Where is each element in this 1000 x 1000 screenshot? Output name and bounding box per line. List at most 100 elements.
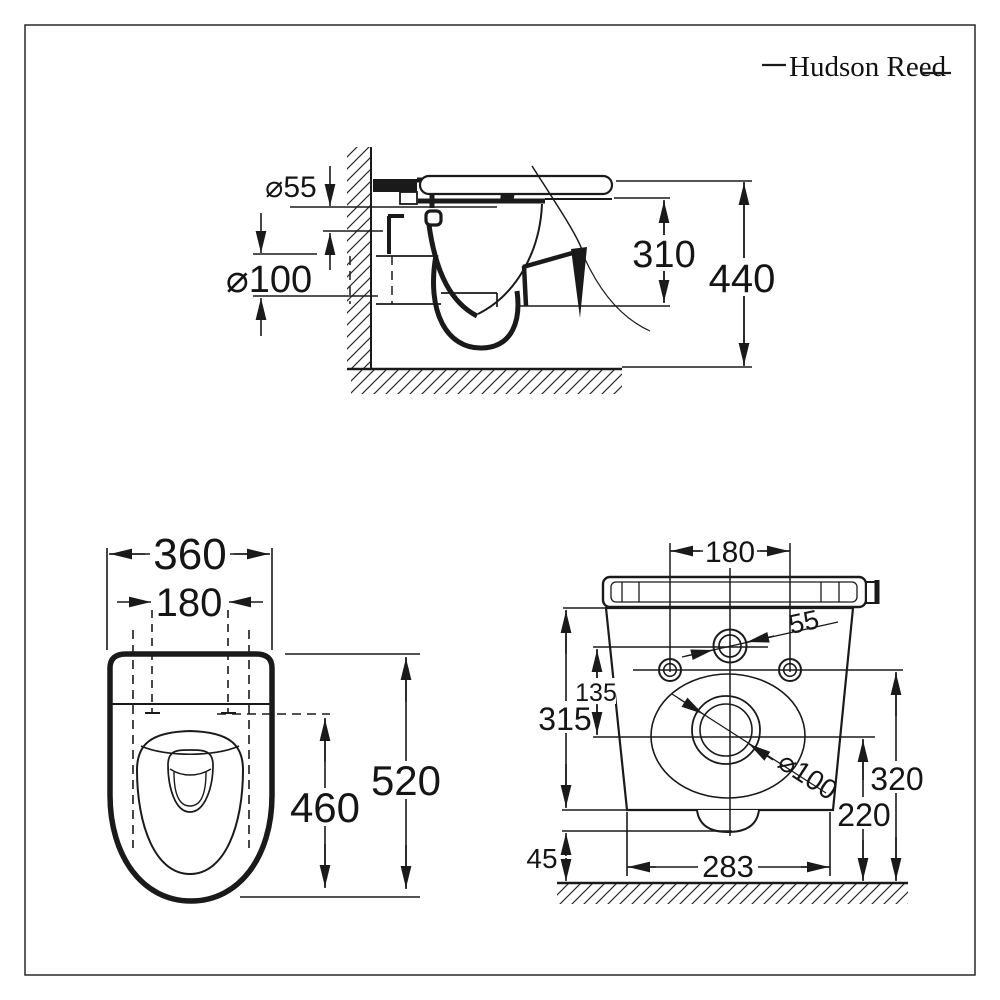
- dim-label: 520: [371, 757, 441, 804]
- seat-fixing-hole: [424, 209, 443, 227]
- dim-label: 315: [538, 701, 591, 737]
- pan-body-outline: [107, 651, 275, 904]
- label-mask: [838, 797, 890, 829]
- extension-lines: [290, 206, 497, 232]
- rear-view: 180 55 135 315 ⌀100: [526, 536, 924, 904]
- waste-outlet-inner: [699, 703, 753, 757]
- flush-inlet-inner: [718, 634, 742, 658]
- dim-label: 180: [705, 536, 755, 569]
- arrow-lower: [748, 743, 774, 761]
- dim-overall-height-440: 440: [616, 180, 776, 366]
- dim-overall-depth-520: 520: [371, 657, 441, 889]
- flush-pipe-step: [399, 191, 418, 205]
- fixing-hole-right-outer: [778, 658, 802, 682]
- soil-pipe-hidden: [349, 256, 393, 304]
- body-bottom-extensions: [562, 809, 732, 832]
- label-mask: [636, 235, 692, 271]
- dim-label: 220: [837, 797, 890, 833]
- dim-label: 283: [702, 849, 754, 884]
- dim-outlet-height-220: 220: [837, 739, 891, 881]
- label-mask: [576, 678, 616, 704]
- dim-soil-diameter-100: ⌀100: [226, 213, 378, 336]
- floor-hatch: [351, 370, 622, 394]
- soil-pipe-outline: [376, 255, 498, 307]
- label-mask: [698, 849, 758, 879]
- dim-base-width-283: 283: [626, 812, 831, 884]
- bowl-interior: [477, 203, 543, 315]
- toilet-side-profile: [349, 165, 651, 351]
- dim-label: 320: [870, 761, 923, 797]
- trap-inner-curve: [173, 771, 207, 807]
- wall-section: [347, 147, 372, 369]
- dim-inlet-to-outlet-135: 135: [575, 649, 617, 735]
- bowl-back-wall: [426, 224, 479, 319]
- wall-hatch: [347, 147, 371, 369]
- dim-label: ⌀55: [265, 171, 316, 204]
- floor-section: [347, 366, 752, 394]
- flush-inlet-outer: [712, 628, 748, 664]
- seat-opening: [136, 729, 245, 876]
- seat-slab-inner: [610, 581, 858, 603]
- extension-lines: [520, 197, 670, 307]
- sheet-border: [24, 24, 976, 976]
- pan-front-wedge: [571, 247, 587, 318]
- dim-seat-to-bowl-310: 310: [520, 197, 696, 307]
- dim-body-height-315: 315: [538, 610, 592, 808]
- waste-outlet-outer: [691, 695, 761, 765]
- fixing-hole-left-outer: [658, 658, 682, 682]
- toilet-rear-outline: [562, 543, 903, 836]
- dim-label: ⌀100: [226, 259, 312, 301]
- flush-pipe-section: [373, 179, 417, 192]
- extension-lines: [106, 548, 273, 650]
- label-mask: [871, 761, 923, 793]
- dim-floor-gap-45: 45: [526, 833, 572, 881]
- outlet-bump: [696, 809, 760, 834]
- seat-lid-slab: [418, 174, 614, 196]
- outlet-recess: [650, 673, 806, 799]
- dim-fixing-centres-180: 180: [117, 581, 263, 625]
- dim-label: 55: [786, 604, 822, 640]
- trap-bend: [431, 254, 521, 351]
- label-mask: [703, 536, 757, 564]
- label-mask: [540, 701, 590, 733]
- floor-section-rear: [557, 881, 908, 904]
- dim-flush-inlet-55: 55: [681, 604, 839, 661]
- extension-lines: [253, 253, 378, 297]
- arrow-left: [685, 649, 714, 661]
- label-mask: [294, 788, 356, 826]
- inlet-branch: [387, 214, 404, 254]
- dim-label: 310: [632, 234, 695, 276]
- seat-opening-front-edge: [140, 745, 240, 755]
- toilet-plan-outline: [107, 610, 420, 904]
- fixing-centre-lines: [151, 610, 229, 712]
- dim-label: 460: [290, 784, 360, 831]
- dim-label: 360: [153, 530, 226, 579]
- dim-label: 180: [156, 581, 223, 625]
- extension-lines: [626, 812, 831, 876]
- dim-fixing-to-front-460: 460: [290, 718, 360, 888]
- trap-water-outline: [167, 749, 214, 813]
- dim-label: 440: [709, 257, 776, 301]
- dim-overall-width-360: 360: [106, 530, 273, 650]
- label-mask: [711, 258, 773, 296]
- brand-logo: Hudson Reed: [762, 51, 951, 83]
- dim-label: 45: [526, 843, 557, 874]
- fixing-hole-right-inner: [782, 662, 798, 678]
- fixing-hole-left-inner: [662, 662, 678, 678]
- dim-flush-diameter-55: ⌀55: [265, 166, 497, 270]
- dim-fixing-height-320: 320: [870, 672, 924, 881]
- label-mask: [150, 534, 230, 572]
- pan-contour-lower: [583, 256, 651, 332]
- hidden-fixing-lines: [132, 630, 250, 848]
- logo-text: Hudson Reed: [789, 51, 947, 83]
- side-section-view: ⌀55 ⌀100 310 440: [226, 147, 776, 394]
- label-mask: [375, 761, 437, 799]
- pan-contour-upper: [531, 165, 583, 251]
- seat-slab-joints: [621, 582, 840, 602]
- fixing-centre-lines: [669, 543, 791, 672]
- dim-fixing-centres-180-rear: 180: [670, 536, 790, 569]
- water-line: [169, 768, 212, 776]
- arrow-right: [746, 631, 775, 643]
- plan-view: 360 180 460 520: [106, 530, 441, 904]
